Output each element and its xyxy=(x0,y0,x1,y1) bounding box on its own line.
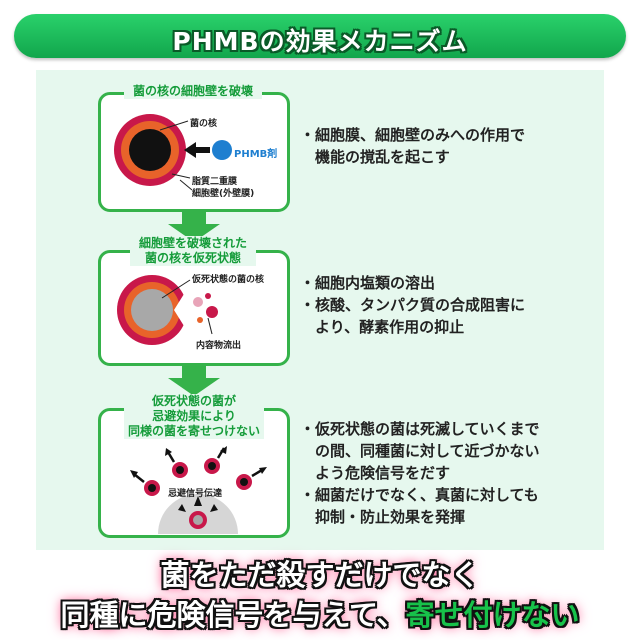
signal-annotation: 忌避信号伝達 xyxy=(168,489,223,499)
bullet: ・細胞膜、細胞壁のみへの作用で xyxy=(300,126,526,144)
bullet: ・細胞内塩類の溶出 xyxy=(300,274,436,292)
wall-annotation: 細胞壁(外壁膜) xyxy=(192,189,255,199)
phmb-annotation: PHMB剤 xyxy=(234,149,278,160)
title-banner: PHMBの効果メカニズム xyxy=(14,14,626,58)
neighbor-bacteria xyxy=(144,458,252,496)
bullet: 機能の撹乱を起こす xyxy=(300,148,450,166)
tagline-line1: 菌をただ殺すだけでなく xyxy=(160,558,480,592)
bullet: 抑制・防止効果を発揮 xyxy=(300,508,466,526)
down-arrow-icon xyxy=(168,366,220,396)
outflow-annotation: 内容物流出 xyxy=(196,341,242,351)
bullet: ・細菌だけでなく、真菌に対しても xyxy=(300,486,539,504)
bullet: よう危険信号をだす xyxy=(300,464,451,482)
lipid-annotation: 脂質二重膜 xyxy=(192,177,238,187)
step2-bullets: ・細胞内塩類の溶出 ・核酸、タンパク質の合成阻害に より、酵素作用の抑止 xyxy=(300,272,525,338)
step2-cell-diagram xyxy=(117,275,218,345)
bullet: ・仮死状態の菌は死滅していくまで xyxy=(300,420,540,438)
tagline-line2-prefix: 同種に危険信号を与えて、 xyxy=(60,598,406,632)
step1-label: 菌の核の細胞壁を破壊 xyxy=(124,84,262,99)
down-arrow-icon xyxy=(168,212,220,242)
step3-label: 仮死状態の菌が 忌避効果により 同様の菌を寄せつけない xyxy=(124,394,264,439)
page-title: PHMBの効果メカニズム xyxy=(172,27,468,56)
step3-bullets: ・仮死状態の菌は死滅していくまで の間、同種菌に対して近づかない よう危険信号を… xyxy=(300,418,540,528)
bullet: ・核酸、タンパク質の合成阻害に xyxy=(300,296,526,314)
dormant-annotation: 仮死状態の菌の核 xyxy=(192,275,265,285)
step2-label: 細胞壁を破壊された 菌の核を仮死状態 xyxy=(130,236,256,266)
bullet: の間、同種菌に対して近づかない xyxy=(300,442,540,460)
step1-cell-diagram xyxy=(114,114,232,191)
tagline-line2: 同種に危険信号を与えて、寄せ付けない xyxy=(0,592,640,634)
tagline-line2-highlight: 寄せ付けない xyxy=(405,598,580,632)
nucleus-annotation: 菌の核 xyxy=(190,119,218,129)
arrow-left-icon xyxy=(184,142,210,158)
step1-bullets: ・細胞膜、細胞壁のみへの作用で 機能の撹乱を起こす xyxy=(300,124,525,168)
bullet: より、酵素作用の抑止 xyxy=(300,318,465,336)
wall-break xyxy=(174,294,192,326)
step3-signal-diagram xyxy=(130,446,267,534)
dormant-nucleus xyxy=(131,289,173,331)
nucleus xyxy=(129,129,171,171)
phmb-agent-dot xyxy=(212,140,232,160)
